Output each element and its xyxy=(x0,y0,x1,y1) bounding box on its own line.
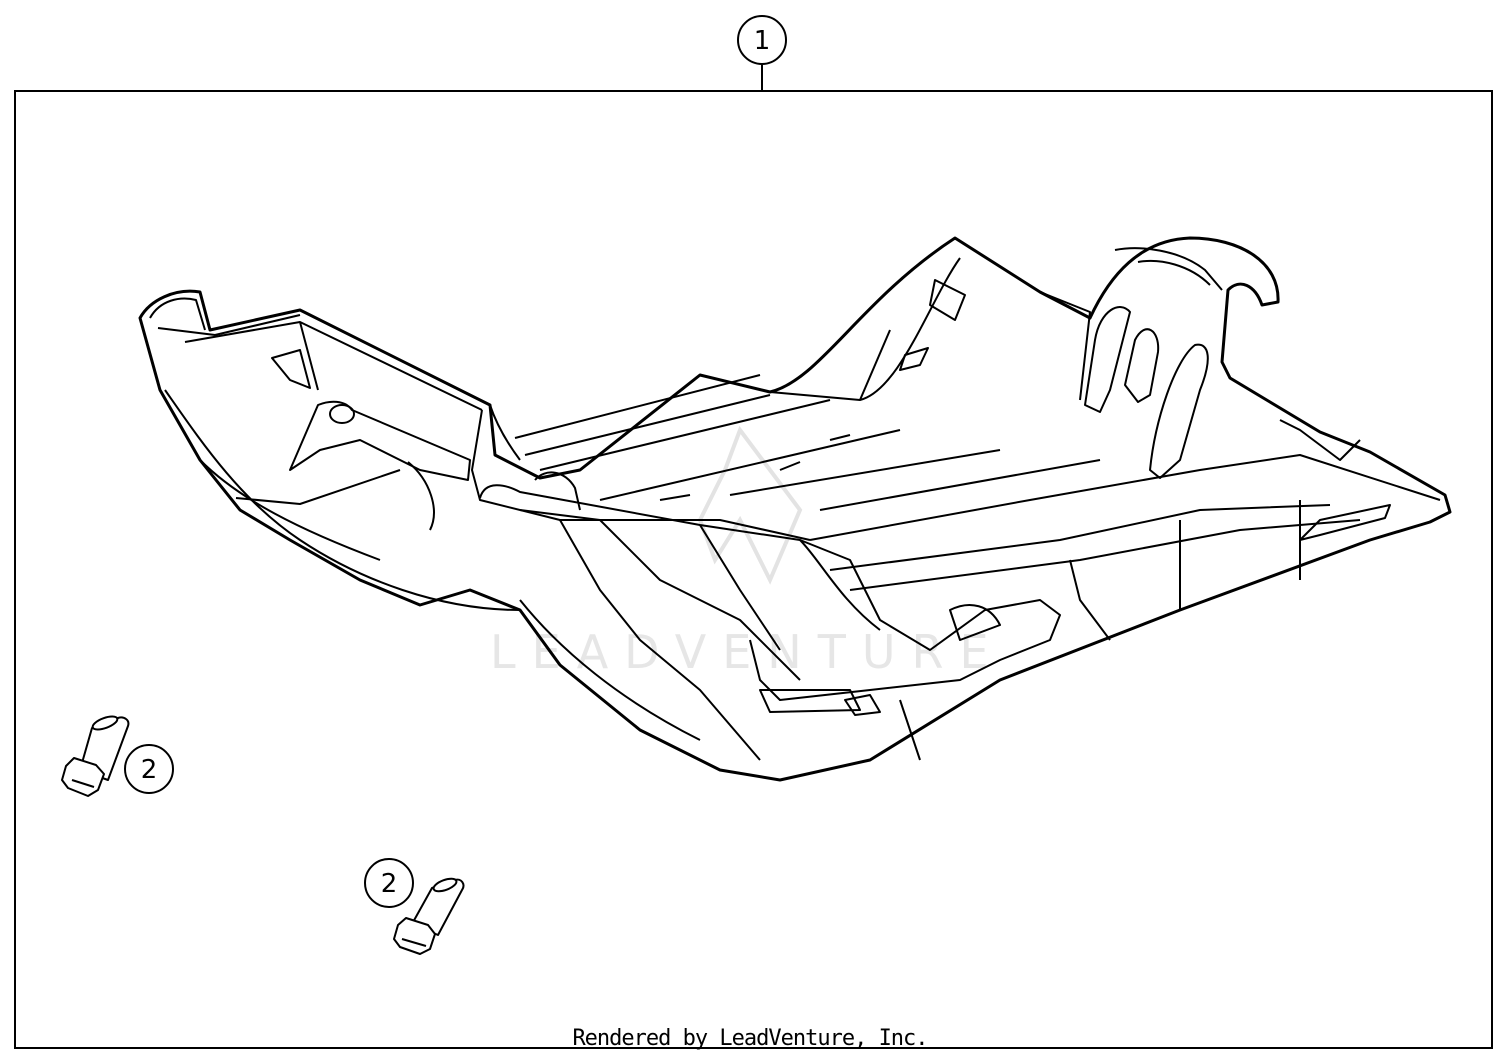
callout-2-a-number: 2 xyxy=(141,755,158,785)
callout-1[interactable]: 1 xyxy=(737,15,787,91)
callout-2-b-number: 2 xyxy=(381,869,398,899)
screw-a[interactable] xyxy=(61,714,130,797)
callout-1-number: 1 xyxy=(754,26,771,56)
watermark: LEADVENTURE xyxy=(490,425,1005,679)
screw-b[interactable] xyxy=(393,876,465,955)
skid-plate xyxy=(138,236,1452,782)
footer-credit: Rendered by LeadVenture, Inc. xyxy=(572,1026,928,1051)
kit-frame xyxy=(14,90,1493,1049)
watermark-text: LEADVENTURE xyxy=(490,625,1005,679)
callout-2-a[interactable]: 2 xyxy=(124,744,174,794)
callout-2-b[interactable]: 2 xyxy=(364,858,414,908)
